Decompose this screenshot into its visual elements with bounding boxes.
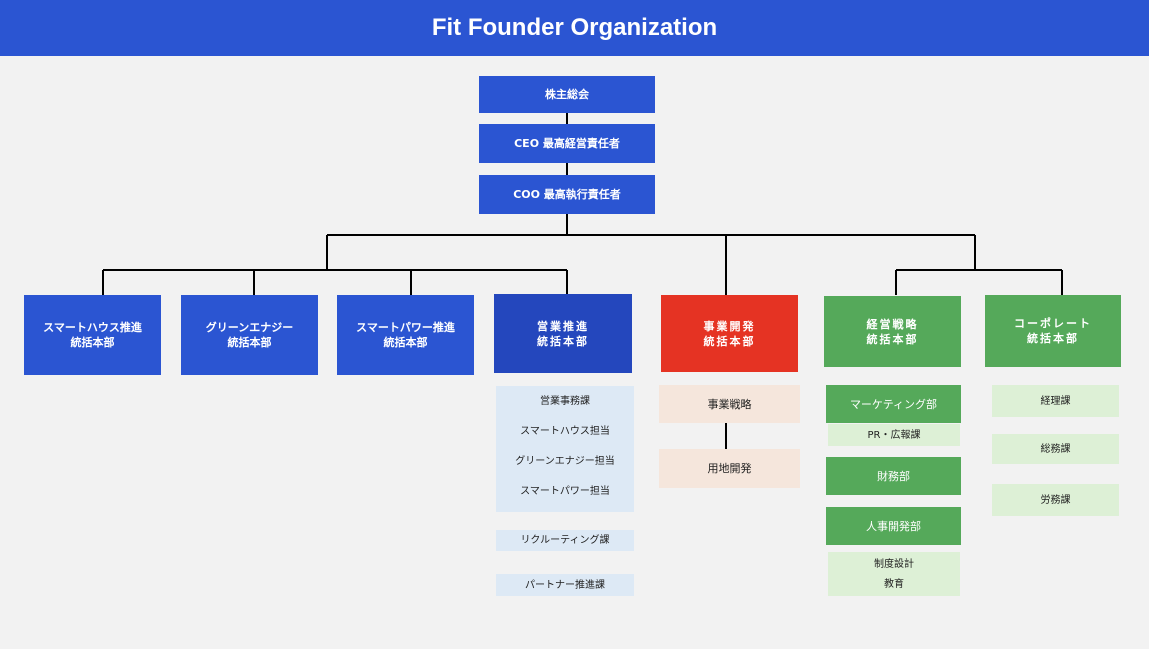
- bizdev-unit-land: 用地開発: [659, 449, 800, 488]
- coo-box: COO 最高執行責任者: [479, 175, 655, 214]
- division-business-dev: 事業開発 統括本部: [661, 295, 798, 372]
- sales-unit-partner: パートナー推進課: [496, 574, 634, 596]
- bizdev-unit-strategy: 事業戦略: [659, 385, 800, 423]
- sales-unit-office: 営業事務課: [540, 396, 590, 407]
- division-management: 経営戦略 統括本部: [824, 296, 961, 367]
- division-sales: 営業推進 統括本部: [494, 294, 632, 373]
- hr-sub-system-design: 制度設計: [874, 559, 914, 570]
- corp-unit-general: 総務課: [992, 434, 1119, 464]
- division-corporate: コーポレート 統括本部: [985, 295, 1121, 367]
- hr-sub-education: 教育: [884, 579, 904, 590]
- sales-unit-recruiting: リクルーティング課: [496, 530, 634, 551]
- corp-unit-labor: 労務課: [992, 484, 1119, 516]
- mgmt-unit-hr: 人事開発部: [826, 507, 961, 545]
- mgmt-unit-marketing: マーケティング部: [826, 385, 961, 423]
- division-green-energy: グリーンエナジー 統括本部: [181, 295, 318, 375]
- sales-units-group: 営業事務課 スマートハウス担当 グリーンエナジー担当 スマートパワー担当: [496, 386, 634, 512]
- corp-unit-accounting: 経理課: [992, 385, 1119, 417]
- mgmt-unit-hr-sub: 制度設計 教育: [828, 552, 960, 596]
- sales-unit-smarthouse: スマートハウス担当: [520, 425, 610, 437]
- mgmt-unit-pr: PR・広報課: [828, 424, 960, 446]
- mgmt-unit-finance: 財務部: [826, 457, 961, 495]
- page-title: Fit Founder Organization: [0, 0, 1149, 56]
- division-smartpower: スマートパワー推進 統括本部: [337, 295, 474, 375]
- division-smarthouse: スマートハウス推進 統括本部: [24, 295, 161, 375]
- ceo-box: CEO 最高経営責任者: [479, 124, 655, 163]
- sales-unit-green-energy: グリーンエナジー担当: [515, 455, 615, 467]
- sales-unit-smartpower: スマートパワー担当: [520, 485, 610, 497]
- shareholders-meeting-box: 株主総会: [479, 76, 655, 113]
